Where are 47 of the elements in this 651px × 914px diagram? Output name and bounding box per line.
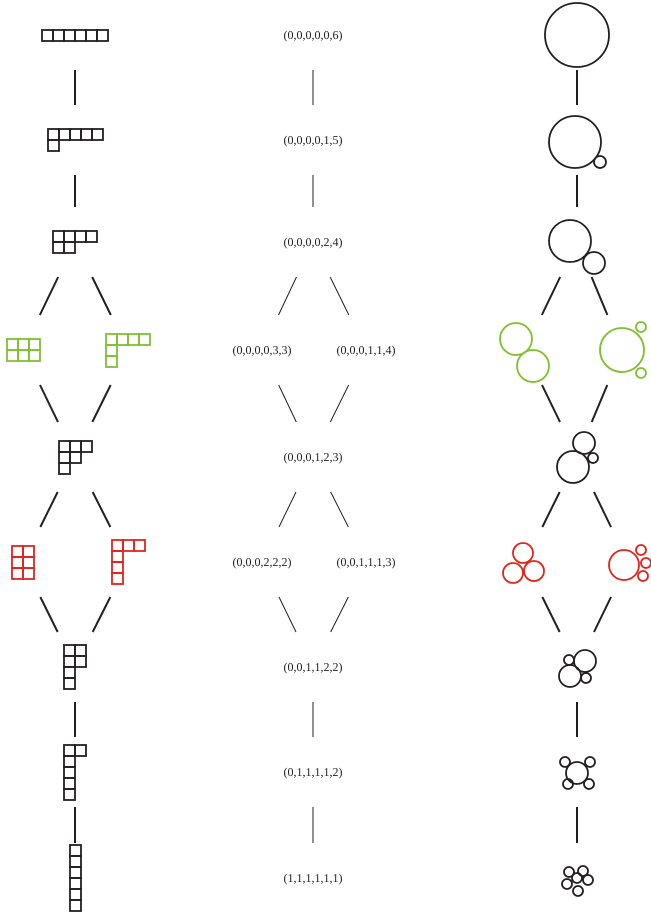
partition-label: (0,0,0,1,2,3) (270, 422, 356, 492)
connector-line (593, 596, 612, 632)
partition-label: (0,0,1,1,2,2) (270, 632, 356, 702)
connector-line (278, 596, 296, 632)
connector-line (590, 384, 608, 422)
connector-line (74, 702, 76, 737)
connector-line (590, 276, 608, 316)
connector-line (541, 384, 561, 422)
connector-line (278, 492, 296, 528)
partition-label: (0,0,0,1,1,4) (323, 315, 409, 385)
connector-line (330, 384, 350, 422)
connector-line (278, 276, 297, 316)
connector-line (91, 384, 112, 422)
connector-line (576, 70, 578, 105)
partition-label: (0,0,0,0,1,5) (270, 105, 356, 175)
connector-line (541, 492, 561, 528)
connector-line (576, 175, 578, 207)
connector-line (74, 807, 76, 843)
partition-label: (0,0,0,2,2,2) (219, 527, 305, 597)
connector-line (39, 384, 59, 422)
partition-label: (0,1,1,1,1,2) (270, 737, 356, 807)
connector-line (330, 276, 350, 316)
connector-line (92, 596, 112, 632)
connector-line (74, 175, 76, 207)
partition-label: (0,0,1,1,1,3) (323, 527, 409, 597)
connector-line (540, 276, 562, 316)
partition-label: (0,0,0,0,3,3) (219, 315, 305, 385)
connector-line (541, 596, 561, 632)
partition-label: (0,0,0,0,2,4) (270, 207, 356, 277)
connector-line (330, 492, 349, 528)
partition-label: (1,1,1,1,1,1) (270, 843, 356, 913)
connector-line (312, 174, 314, 208)
connector-line (312, 70, 314, 106)
connector-line (330, 596, 349, 632)
connector-line (92, 492, 112, 528)
connector-line (91, 276, 112, 316)
connector-line (39, 596, 59, 632)
connector-line (278, 384, 297, 422)
connector-line (38, 276, 60, 316)
connector-line (312, 806, 314, 844)
connector-line (39, 492, 59, 528)
connector-line (312, 702, 314, 738)
partition-label: (0,0,0,0,0,6) (270, 0, 356, 70)
connector-line (593, 492, 612, 528)
connector-line (576, 702, 578, 737)
connector-line (74, 70, 76, 105)
connector-line (576, 807, 578, 843)
